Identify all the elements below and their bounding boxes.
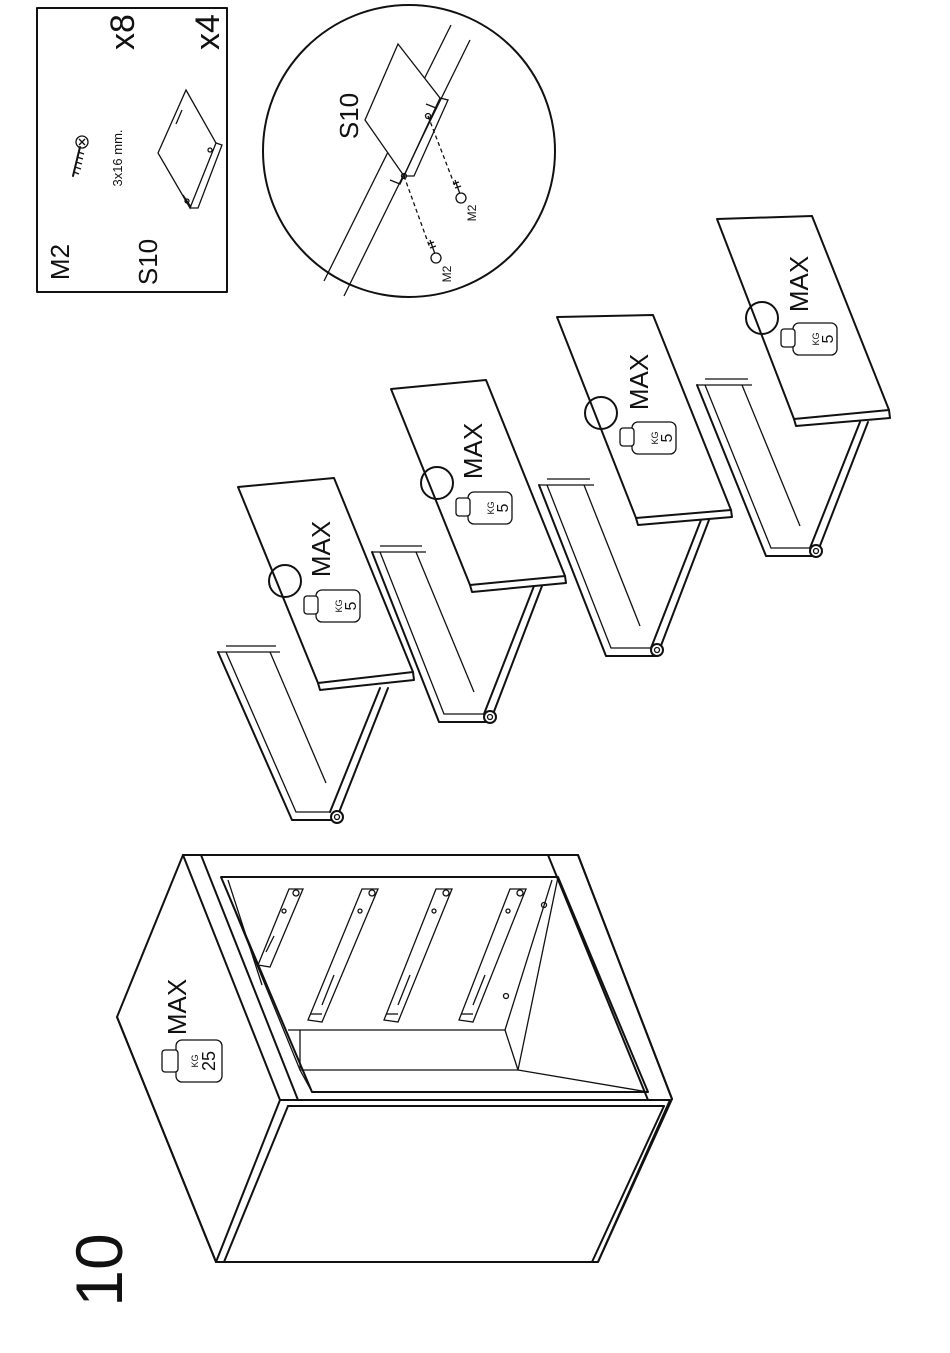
max-label: MAX bbox=[162, 979, 192, 1035]
step-number: 10 bbox=[62, 1233, 136, 1306]
detail-screw-label: M2 bbox=[440, 265, 454, 282]
detail-circle: S10 M2 M2 bbox=[263, 5, 555, 297]
part-qty-s10: x4 bbox=[189, 14, 227, 50]
weight-value: 5 bbox=[343, 601, 360, 610]
max-label: MAX bbox=[624, 354, 654, 410]
drawer: KG 5 MAX bbox=[218, 478, 414, 823]
max-label: MAX bbox=[784, 256, 814, 312]
weight-value: 5 bbox=[820, 334, 837, 343]
part-code-s10: S10 bbox=[133, 239, 163, 285]
weight-value: 5 bbox=[659, 433, 676, 442]
detail-screw-label: M2 bbox=[465, 204, 479, 221]
weight-value: 25 bbox=[199, 1051, 219, 1071]
weight-value: 5 bbox=[495, 503, 512, 512]
detail-part-label: S10 bbox=[334, 93, 364, 139]
max-label: MAX bbox=[458, 423, 488, 479]
cabinet: KG 25 MAX bbox=[117, 855, 672, 1262]
parts-box: M2 S10 x8 x4 3x16 mm. bbox=[37, 8, 227, 292]
screw-spec: 3x16 mm. bbox=[110, 129, 125, 186]
screw-icon bbox=[453, 180, 466, 203]
part-code-m2: M2 bbox=[45, 244, 75, 280]
screw-icon bbox=[428, 240, 441, 263]
part-qty-m2: x8 bbox=[104, 14, 142, 50]
drawer: KG 5 MAX bbox=[539, 315, 732, 656]
max-label: MAX bbox=[306, 521, 336, 577]
drawer-runner-icon bbox=[158, 90, 222, 208]
screw-icon bbox=[73, 136, 88, 176]
